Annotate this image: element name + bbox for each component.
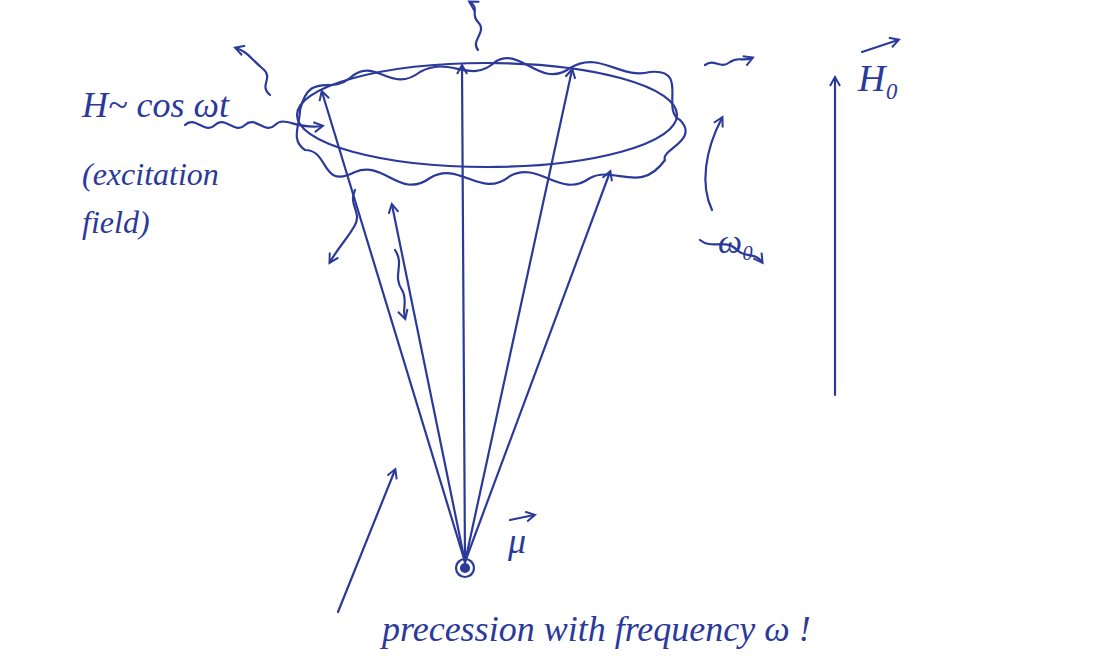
field-label: H₀: [858, 56, 899, 102]
radiation-squiggles: [236, 2, 762, 318]
excitation-formula: H~ cos ωt: [82, 84, 229, 127]
moment-label: μ: [508, 520, 526, 563]
moment-vectors: [322, 66, 610, 562]
origin-dot: [456, 559, 474, 577]
rotation-arrow: [705, 118, 722, 210]
vector-arrow: [510, 515, 534, 520]
precession-circle: [297, 63, 677, 167]
excitation-note: (excitation field): [82, 150, 282, 246]
nutation-curve: [297, 58, 686, 185]
precession-note: precession with frequency ω !: [382, 608, 811, 651]
field-arrow: [834, 78, 836, 395]
frequency-label: ω₀: [718, 222, 754, 263]
origin-dot: [461, 564, 469, 572]
leader-line: [338, 470, 395, 612]
vector-arrow: [862, 40, 898, 52]
